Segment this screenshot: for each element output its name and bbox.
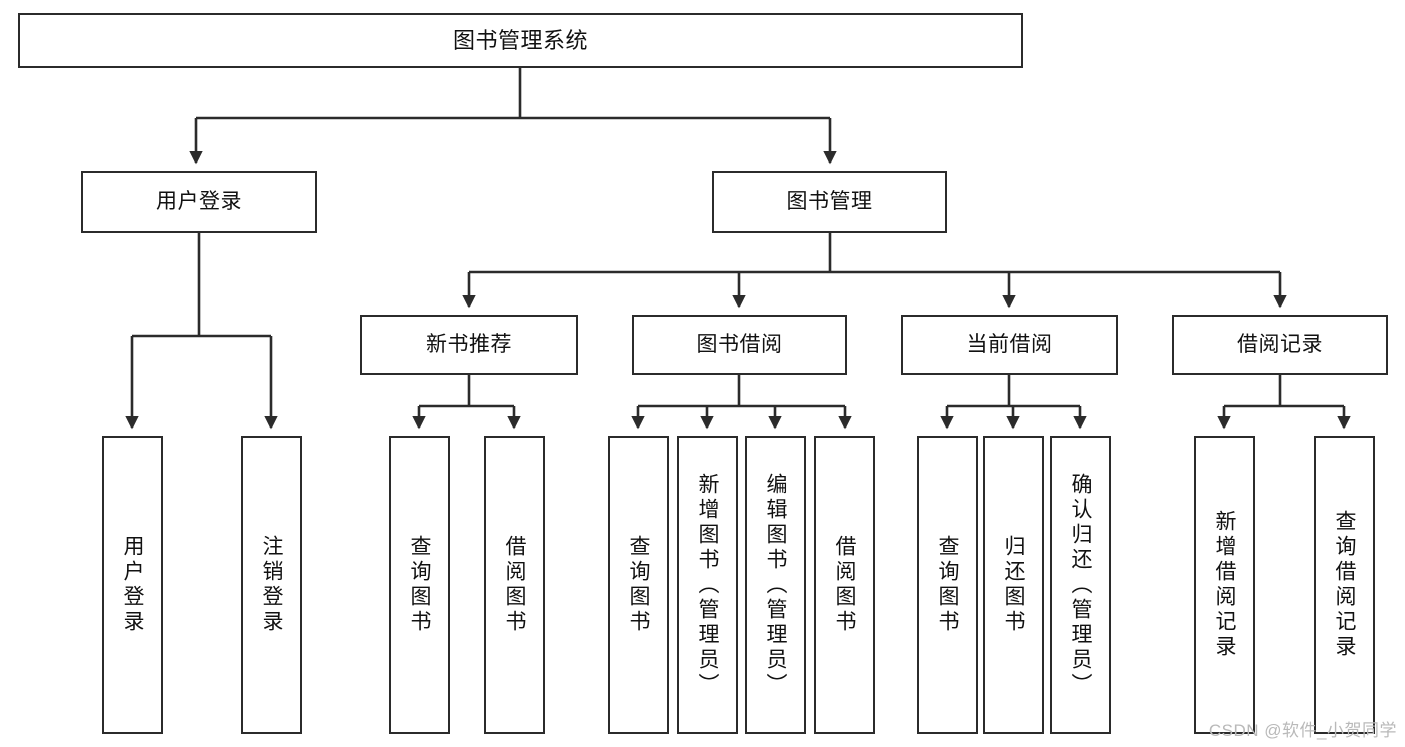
- leaf-newbook-query-book[interactable]: 查询图书: [389, 436, 450, 734]
- node-label: 借阅图书: [503, 535, 526, 635]
- node-label: 查询图书: [627, 535, 650, 635]
- leaf-user-logout[interactable]: 注销登录: [241, 436, 302, 734]
- node-label: 当前借阅: [966, 332, 1053, 356]
- node-book-borrow[interactable]: 图书借阅: [632, 315, 847, 375]
- leaf-records-add-record[interactable]: 新增借阅记录: [1194, 436, 1255, 734]
- node-new-book-recommend[interactable]: 新书推荐: [360, 315, 578, 375]
- node-label: 查询借阅记录: [1333, 510, 1356, 660]
- node-label: 编辑图书（管理员）: [764, 472, 787, 698]
- leaf-records-query-record[interactable]: 查询借阅记录: [1314, 436, 1375, 734]
- leaf-borrow-add-book-admin[interactable]: 新增图书（管理员）: [677, 436, 738, 734]
- node-book-management[interactable]: 图书管理: [712, 171, 947, 233]
- node-label: 图书管理: [786, 189, 873, 213]
- node-label: 查询图书: [408, 535, 431, 635]
- node-label: 注销登录: [260, 535, 283, 635]
- watermark: CSDN @软件_小贺同学: [1208, 721, 1397, 740]
- node-label: 用户登录: [156, 189, 242, 213]
- leaf-current-return-book[interactable]: 归还图书: [983, 436, 1044, 734]
- node-current-borrow[interactable]: 当前借阅: [901, 315, 1118, 375]
- node-label: 借阅记录: [1237, 332, 1323, 356]
- node-user-login[interactable]: 用户登录: [81, 171, 317, 233]
- leaf-current-confirm-return-admin[interactable]: 确认归还（管理员）: [1050, 436, 1111, 734]
- node-label: 查询图书: [936, 535, 959, 635]
- node-label: 图书管理系统: [452, 27, 588, 53]
- node-label: 借阅图书: [833, 535, 856, 635]
- leaf-borrow-edit-book-admin[interactable]: 编辑图书（管理员）: [745, 436, 806, 734]
- node-label: 新书推荐: [426, 332, 512, 356]
- node-label: 新增借阅记录: [1213, 510, 1236, 660]
- leaf-current-query-book[interactable]: 查询图书: [917, 436, 978, 734]
- node-root-system[interactable]: 图书管理系统: [18, 13, 1023, 68]
- node-label: 归还图书: [1002, 535, 1025, 635]
- node-label: 新增图书（管理员）: [696, 472, 719, 698]
- leaf-borrow-query-book[interactable]: 查询图书: [608, 436, 669, 734]
- node-label: 用户登录: [121, 535, 144, 635]
- node-borrow-records[interactable]: 借阅记录: [1172, 315, 1388, 375]
- leaf-user-login[interactable]: 用户登录: [102, 436, 163, 734]
- node-label: 确认归还（管理员）: [1069, 472, 1092, 698]
- node-label: 图书借阅: [696, 332, 783, 356]
- leaf-newbook-borrow-book[interactable]: 借阅图书: [484, 436, 545, 734]
- leaf-borrow-borrow-book[interactable]: 借阅图书: [814, 436, 875, 734]
